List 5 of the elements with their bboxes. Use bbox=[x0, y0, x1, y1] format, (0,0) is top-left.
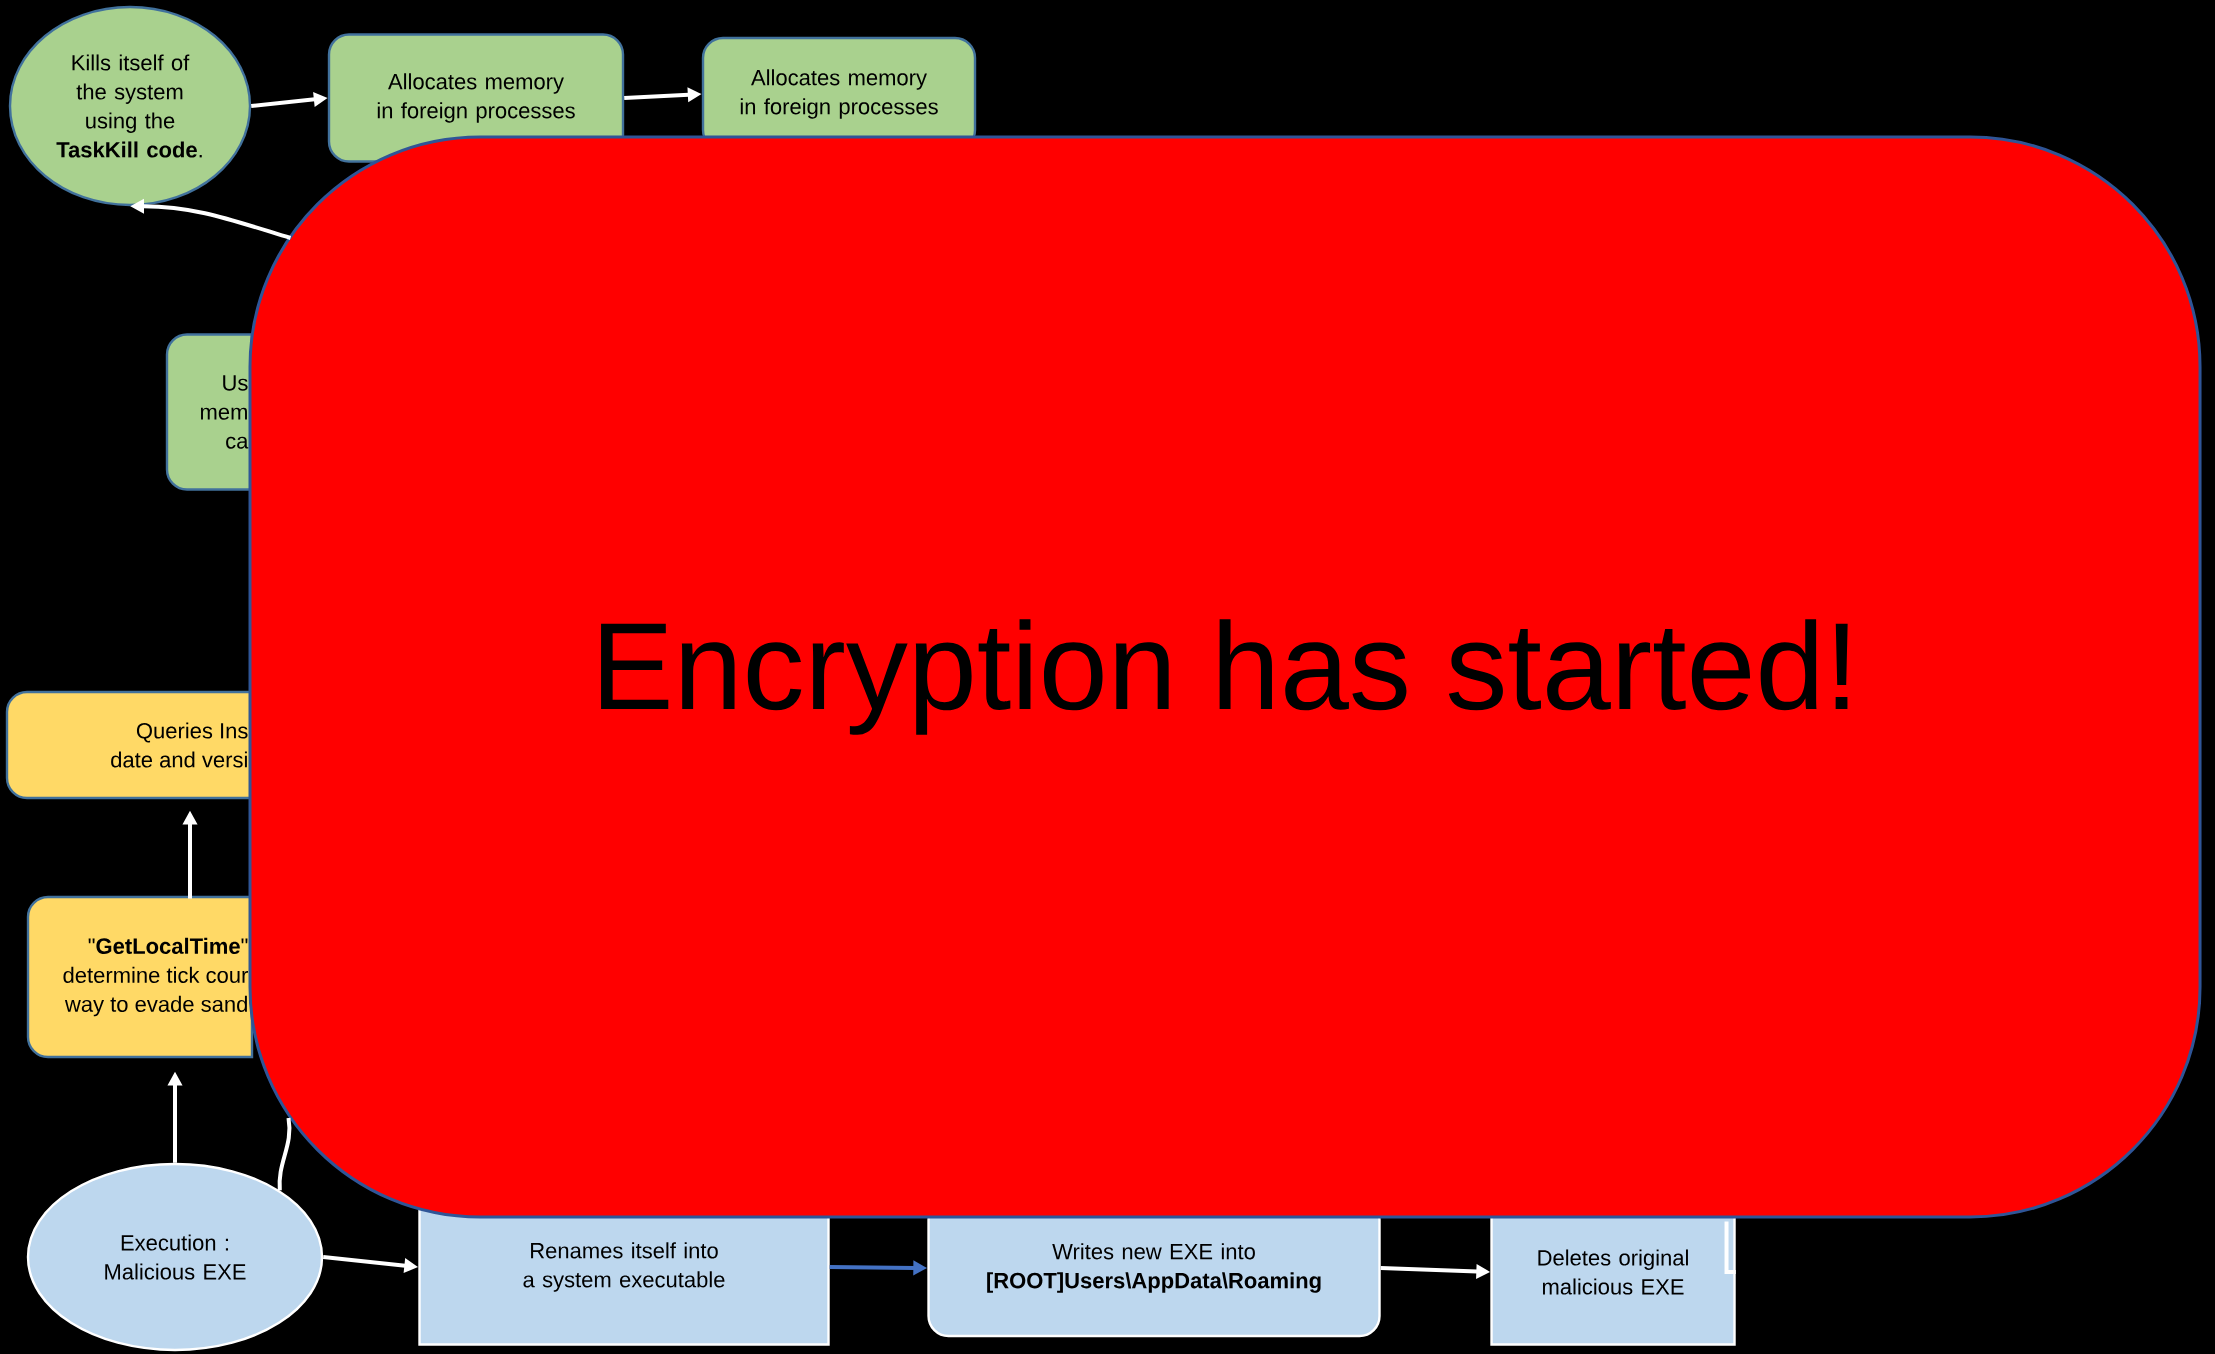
connector-line bbox=[1724, 1221, 1736, 1274]
process-box: Us mem ca bbox=[165, 333, 254, 491]
process-box: "GetLocalTime" determine tick cour way to evade sand bbox=[26, 895, 254, 1059]
connector-line bbox=[277, 1117, 292, 1191]
alert-box: Encryption has started! bbox=[248, 135, 2202, 1219]
